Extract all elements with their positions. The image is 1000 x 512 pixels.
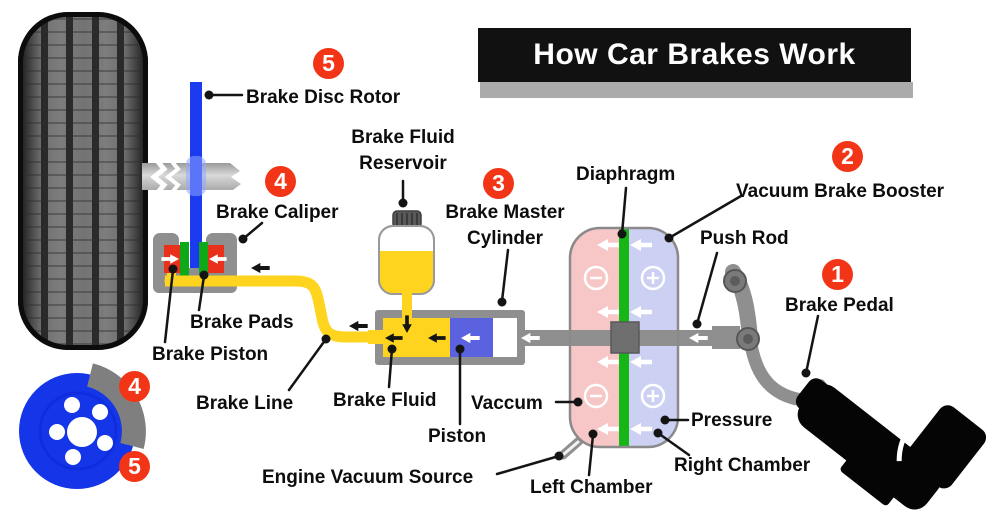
lug-holes [49, 397, 113, 465]
step-badge-disc-rotor: 5 [119, 451, 150, 482]
label-vacuum-brake-booster: Vacuum Brake Booster [736, 181, 945, 202]
label-engine-vacuum-source: Engine Vacuum Source [262, 467, 474, 488]
label-brake-caliper: Brake Caliper [216, 202, 339, 223]
label-brake-master-cylinder-line2: Cylinder [466, 228, 544, 249]
brake-pad-right [199, 242, 208, 278]
label-right-chamber: Right Chamber [674, 455, 811, 476]
label-left-chamber: Left Chamber [530, 477, 653, 498]
flow-arrow-icon [349, 320, 368, 332]
title-banner: How Car Brakes Work [478, 28, 911, 82]
driver-foot [795, 378, 987, 510]
label-vaccum: Vaccum [471, 393, 543, 414]
label-brake-fluid-reservoir: Brake Fluid Reservoir [330, 125, 476, 177]
label-brake-master-cylinder: Brake Master Cylinder [437, 200, 573, 252]
label-brake-piston: Brake Piston [152, 344, 269, 365]
label-push-rod: Push Rod [700, 228, 789, 249]
step-badge-booster: 2 [832, 141, 863, 172]
title-banner-shadow [480, 82, 913, 98]
brake-pad-left [180, 242, 189, 278]
brake-pedal-assembly [689, 264, 987, 510]
label-brake-fluid: Brake Fluid [333, 390, 437, 411]
plus-icon [640, 265, 666, 409]
label-brake-master-cylinder-line1: Brake Master [445, 202, 565, 223]
brake-disc-view [19, 363, 146, 489]
label-brake-fluid-reservoir-line1: Brake Fluid [351, 127, 455, 148]
label-brake-disc-rotor: Brake Disc Rotor [246, 87, 401, 108]
step-badge-pedal: 1 [822, 259, 853, 290]
minus-icon [583, 265, 609, 409]
disc-hub [67, 417, 97, 447]
label-pressure: Pressure [691, 410, 773, 431]
label-diaphragm: Diaphragm [576, 164, 676, 185]
disc-view-caliper [86, 363, 146, 450]
step-badge-caliper: 4 [265, 166, 296, 197]
label-piston: Piston [428, 426, 487, 447]
pedal-press-arrow-icon [834, 373, 855, 393]
brake-line [164, 275, 390, 343]
brake-disc-rotor [186, 82, 206, 278]
label-brake-fluid-reservoir-line2: Reservoir [359, 153, 447, 174]
step-badge-rotor: 5 [313, 48, 344, 79]
step-badge-disc-caliper: 4 [119, 371, 150, 402]
leader-dots [168, 90, 811, 461]
label-brake-pedal: Brake Pedal [785, 295, 894, 316]
label-brake-pads: Brake Pads [190, 312, 294, 333]
leader-lines [163, 93, 820, 477]
flow-arrow-icon [251, 262, 270, 274]
page-title: How Car Brakes Work [533, 38, 856, 71]
step-badge-master-cylinder: 3 [483, 168, 514, 199]
tire [18, 12, 148, 350]
vacuum-brake-booster [558, 226, 680, 460]
label-brake-line: Brake Line [196, 393, 294, 414]
